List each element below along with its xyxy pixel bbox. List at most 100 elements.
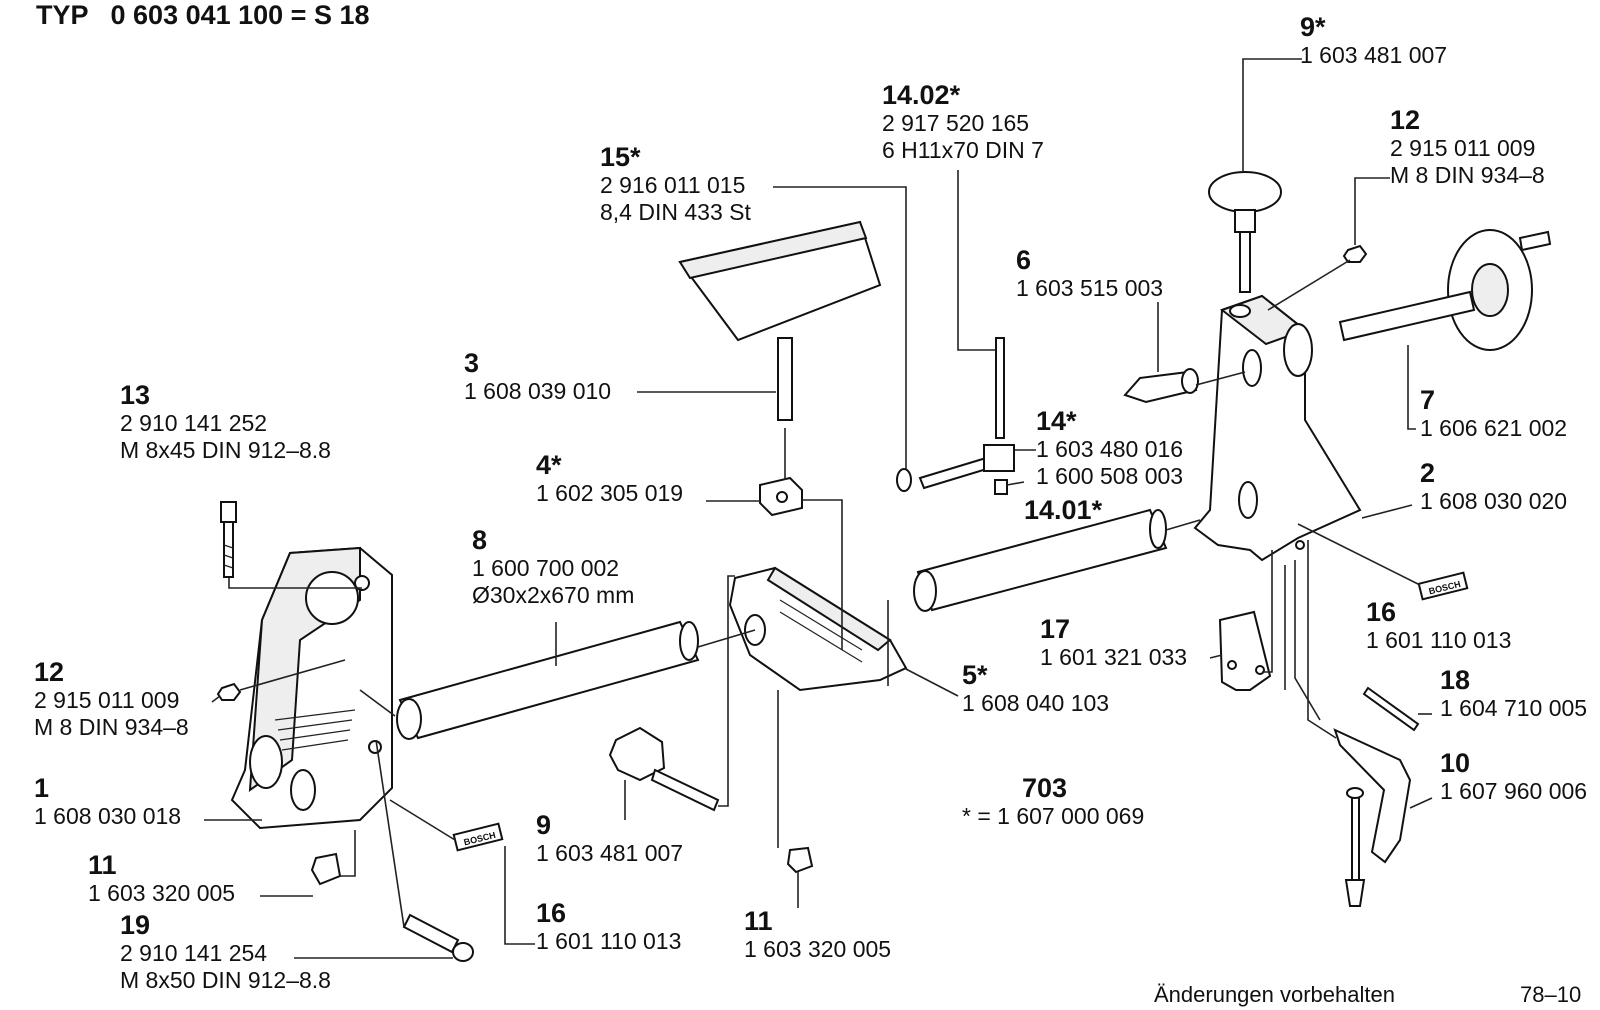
footer-page-number: 78–10 — [1520, 982, 1582, 1007]
part-number: 12 — [1390, 105, 1421, 135]
part-code: 2 917 520 165 — [882, 110, 1030, 136]
part-number: 2 — [1420, 458, 1436, 488]
part-code: 1 603 481 007 — [536, 840, 684, 866]
part-label-3: 3 1 608 039 010 — [464, 348, 611, 405]
tube-part-14-01 — [913, 508, 1168, 612]
nut-part-11-bottom — [786, 846, 814, 874]
pin-part-18 — [1362, 686, 1420, 732]
part-code: 2 910 141 252 — [120, 410, 268, 436]
knob-part-9-bottom — [608, 726, 720, 812]
tool-rest-holder-part-5 — [728, 566, 908, 692]
part-number: 4* — [536, 450, 562, 480]
screw-part-13 — [220, 501, 237, 578]
part-spec: M 8x45 DIN 912–8.8 — [120, 437, 331, 463]
screw-part-19 — [402, 913, 474, 962]
part-code: 2 915 011 009 — [34, 687, 180, 713]
part-spec: 8,4 DIN 433 St — [600, 199, 751, 225]
part-label-19: 19 2 910 141 254 M 8x50 DIN 912–8.8 — [120, 910, 331, 994]
part-number: 18 — [1440, 665, 1471, 695]
part-code: 1 606 621 002 — [1420, 415, 1568, 441]
part-number: 11 — [744, 906, 773, 936]
nut-part-11-left — [310, 852, 342, 886]
part-label-9-top: 9* 1 603 481 007 — [1300, 12, 1447, 69]
type-header: TYP 0 603 041 100 = S 18 — [36, 0, 392, 31]
part-code: 1 603 515 003 — [1016, 275, 1164, 301]
part-label-17: 17 1 601 321 033 — [1040, 614, 1187, 671]
tube-part-8 — [396, 620, 700, 740]
part-code: 1 608 039 010 — [464, 378, 612, 404]
part-label-8: 8 1 600 700 002 Ø30x2x670 mm — [472, 525, 634, 609]
bolt-part-14 — [896, 337, 1015, 495]
part-spec: M 8 DIN 934–8 — [1390, 162, 1545, 188]
part-label-15: 15* 2 916 011 015 8,4 DIN 433 St — [600, 142, 751, 226]
part-label-6: 6 1 603 515 003 — [1016, 245, 1163, 302]
part-code: 1 603 320 005 — [744, 936, 892, 962]
part-number: 14.01* — [1024, 495, 1103, 525]
part-number: 15* — [600, 142, 641, 172]
clamp-part-10 — [1333, 728, 1412, 907]
part-label-11-bottom: 11 1 603 320 005 — [744, 906, 891, 963]
part-spec: M 8x50 DIN 912–8.8 — [120, 967, 331, 993]
part-code: 1 603 481 007 — [1300, 42, 1448, 68]
type-number: 0 603 041 100 = S 18 — [110, 0, 370, 30]
part-code: 2 910 141 254 — [120, 940, 268, 966]
nut-part-12-left — [216, 682, 242, 701]
part-code: 1 603 320 005 — [88, 880, 236, 906]
part-number: 7 — [1420, 385, 1436, 415]
leader-lines — [204, 58, 1433, 959]
part-code: 1 608 040 103 — [962, 690, 1110, 716]
part-code: 1 600 700 002 — [472, 555, 620, 581]
center-point-part-6 — [1123, 368, 1199, 404]
part-code: 1 608 030 018 — [34, 803, 182, 829]
part-code: 1 602 305 019 — [536, 480, 684, 506]
part-code: 2 915 011 009 — [1390, 135, 1536, 161]
part-label-14: 14* 1 603 480 016 1 600 508 003 — [1036, 406, 1183, 490]
part-label-11-left: 11 1 603 320 005 — [88, 850, 235, 907]
part-label-12-left: 12 2 915 011 009 M 8 DIN 934–8 — [34, 657, 189, 741]
part-label-18: 18 1 604 710 005 — [1440, 665, 1587, 722]
part-code: 2 916 011 015 — [600, 172, 746, 198]
part-number: 5* — [962, 660, 988, 690]
part-label-7: 7 1 606 621 002 — [1420, 385, 1567, 442]
bracket-part-17 — [1218, 610, 1272, 691]
handwheel-spindle-part-7 — [1283, 229, 1552, 377]
part-code-2: 1 600 508 003 — [1036, 463, 1184, 489]
part-code: 1 608 030 020 — [1420, 488, 1568, 514]
tool-rest-part-15 — [678, 220, 882, 421]
part-number: 19 — [120, 910, 151, 940]
bosch-label-right: BOSCH — [1417, 571, 1469, 601]
part-number: 14* — [1036, 406, 1077, 436]
footer-note: Änderungen vorbehalten — [1154, 982, 1395, 1007]
part-code: 1 601 321 033 — [1040, 644, 1188, 670]
part-number: 12 — [34, 657, 65, 687]
part-number: 14.02* — [882, 80, 961, 110]
part-label-5: 5* 1 608 040 103 — [962, 660, 1109, 717]
part-code: 1 601 110 013 — [536, 928, 682, 954]
bosch-label-left: BOSCH — [452, 822, 504, 852]
part-label-13: 13 2 910 141 252 M 8x45 DIN 912–8.8 — [120, 380, 331, 464]
part-number: 703 — [1022, 773, 1068, 803]
part-code: 1 604 710 005 — [1440, 695, 1588, 721]
part-code: 1 603 480 016 — [1036, 436, 1184, 462]
type-label: TYP — [36, 0, 89, 30]
part-label-9-bottom: 9 1 603 481 007 — [536, 810, 683, 867]
part-code: 1 601 110 013 — [1366, 627, 1512, 653]
part-label-4: 4* 1 602 305 019 — [536, 450, 683, 507]
part-number: 10 — [1440, 748, 1471, 778]
part-label-10: 10 1 607 960 006 — [1440, 748, 1587, 805]
part-number: 6 — [1016, 245, 1032, 275]
part-label-1: 1 1 608 030 018 — [34, 773, 181, 830]
part-label-16-right: 16 1 601 110 013 — [1366, 597, 1511, 654]
part-number: 11 — [88, 850, 117, 880]
nut-part-12-top — [1342, 244, 1368, 263]
left-base-part-1 — [230, 546, 393, 830]
knob-part-9-top — [1208, 171, 1282, 293]
part-number: 13 — [120, 380, 151, 410]
part-number: 9 — [536, 810, 552, 840]
part-label-14-01: 14.01* — [1024, 495, 1102, 525]
part-code: 1 607 960 006 — [1440, 778, 1588, 804]
part-code: * = 1 607 000 069 — [962, 803, 1145, 829]
part-spec: 6 H11x70 DIN 7 — [882, 137, 1044, 163]
part-number: 17 — [1040, 614, 1071, 644]
